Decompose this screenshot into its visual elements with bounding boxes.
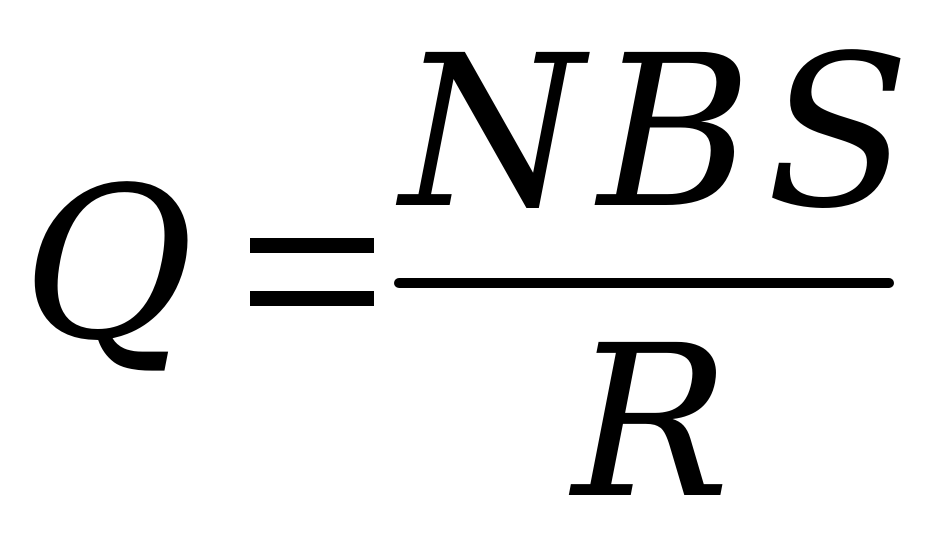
fraction-denominator: R [572,300,731,536]
fraction-numerator: NBS [400,10,924,255]
fraction-bar [394,278,894,288]
lhs-variable: Q [22,142,195,387]
equals-sign-top-stroke [250,238,374,253]
equals-sign-bottom-stroke [250,291,374,306]
